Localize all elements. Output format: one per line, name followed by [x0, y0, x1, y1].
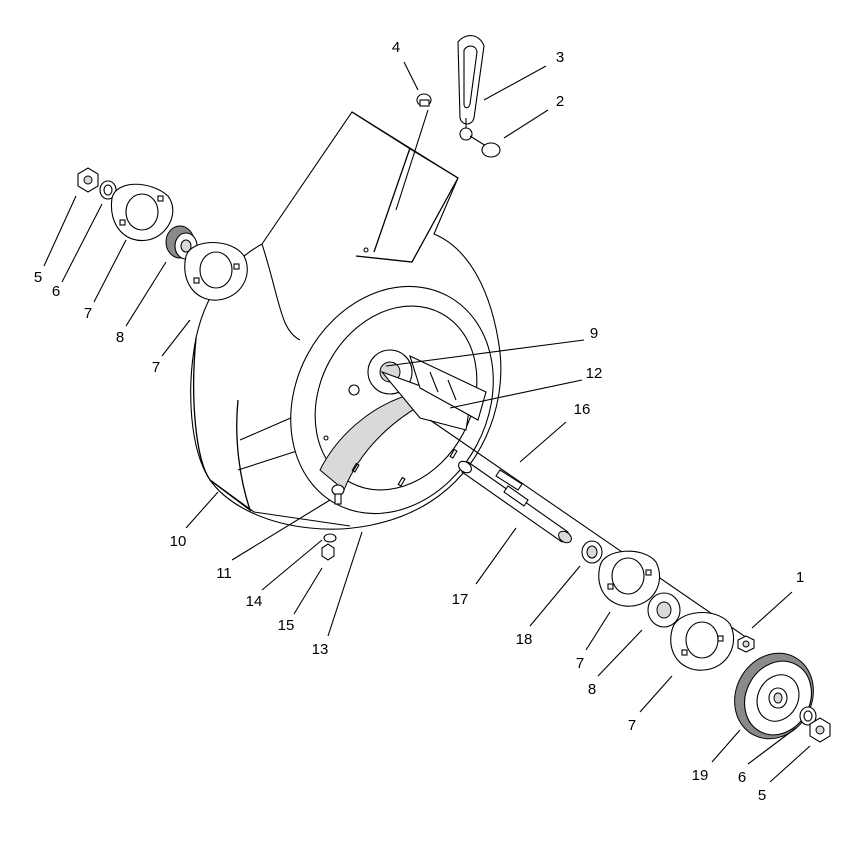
nut-small	[321, 543, 335, 561]
callout-c10: 10	[170, 533, 187, 550]
right-spacer	[581, 540, 603, 564]
shaft	[458, 460, 572, 544]
callout-c3: 3	[556, 49, 564, 66]
left-bearing	[165, 225, 198, 260]
right-flange-outer	[598, 550, 661, 607]
callout-c8b: 8	[588, 681, 596, 698]
right-lock-washer	[799, 706, 817, 726]
right-hex-nut	[809, 717, 831, 743]
blower-housing	[190, 111, 502, 530]
right-flange-inner	[670, 612, 735, 671]
pulley	[734, 652, 814, 740]
callout-c6b: 6	[738, 769, 746, 786]
chute-handle	[457, 35, 485, 141]
callout-c12: 12	[586, 365, 603, 382]
callout-c7c: 7	[576, 655, 584, 672]
left-hex-nut	[77, 167, 99, 193]
left-flange-inner	[184, 242, 248, 301]
leader-lines	[43, 61, 811, 783]
callout-c13: 13	[312, 641, 329, 658]
right-small-nut	[737, 635, 755, 653]
callout-c17: 17	[452, 591, 469, 608]
callout-c5a: 5	[34, 269, 42, 286]
callout-c6a: 6	[52, 283, 60, 300]
callout-c4: 4	[392, 39, 400, 56]
callout-c2: 2	[556, 93, 564, 110]
washer-small	[323, 533, 337, 543]
callout-c1: 1	[796, 569, 804, 586]
callout-c19: 19	[692, 767, 709, 784]
carriage-bolt	[331, 484, 345, 505]
callout-c5b: 5	[758, 787, 766, 804]
callout-c9: 9	[590, 325, 598, 342]
callout-c7a: 7	[84, 305, 92, 322]
right-bearing	[647, 592, 681, 628]
callout-c14: 14	[246, 593, 263, 610]
bolt	[416, 93, 432, 107]
chute-knob	[469, 135, 501, 158]
callout-c8a: 8	[116, 329, 124, 346]
left-flange-outer	[110, 183, 174, 242]
left-lock-washer	[99, 180, 117, 200]
callout-c16: 16	[574, 401, 591, 418]
callout-c7b: 7	[152, 359, 160, 376]
callout-c15: 15	[278, 617, 295, 634]
callout-c18: 18	[516, 631, 533, 648]
callout-c11: 11	[216, 565, 232, 582]
callout-c7d: 7	[628, 717, 636, 734]
